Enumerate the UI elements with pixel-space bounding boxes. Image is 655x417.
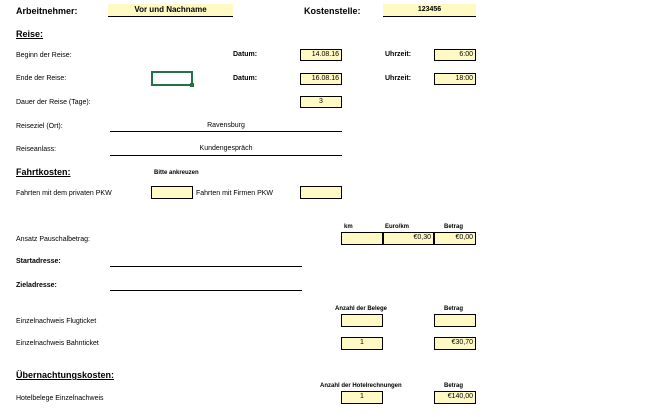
destination-value[interactable]: Ravensburg — [207, 122, 245, 129]
travel-section-title: Reise: — [16, 29, 44, 39]
flat-rate-label: Ansatz Pauschalbetrag: — [16, 236, 90, 243]
checkbox-hint: Bitte ankreuzen — [154, 170, 199, 176]
destination-address-label: Zieladresse: — [16, 282, 57, 289]
destination-underline — [110, 131, 342, 132]
receipts-column-header: Anzahl der Belege — [335, 306, 388, 312]
destination-label: Reiseziel (Ort): — [16, 123, 63, 130]
private-car-checkbox[interactable] — [151, 186, 193, 199]
hotel-receipts-label: Hotelbelege Einzelnachweis — [16, 395, 104, 402]
euro-per-km-column-header: Euro/km — [385, 224, 410, 230]
cost-center-field[interactable]: 123456 — [383, 4, 476, 17]
amount-column-header: Betrag — [444, 224, 464, 230]
company-car-label: Fahrten mit Firmen PKW — [196, 190, 274, 197]
start-date-field[interactable]: 14.08.16 — [300, 49, 342, 61]
private-car-label: Fahrten mit dem privaten PKW — [16, 190, 112, 197]
end-time-label: Uhrzeit: — [385, 75, 412, 82]
hotel-bills-column-header: Anzahl der Hotelrechnungen — [320, 383, 402, 389]
start-time-label: Uhrzeit: — [385, 51, 412, 58]
travel-end-label: Ende der Reise: — [16, 75, 67, 82]
train-ticket-label: Einzelnachweis Bahnticket — [16, 340, 99, 347]
end-date-label: Datum: — [233, 75, 258, 82]
purpose-label: Reiseanlass: — [16, 146, 57, 153]
selected-cell[interactable] — [151, 71, 194, 87]
accommodation-section-title: Übernachtungskosten: — [16, 370, 115, 380]
train-count-field[interactable]: 1 — [341, 337, 383, 350]
hotel-count-field[interactable]: 1 — [341, 391, 383, 404]
start-date-label: Datum: — [233, 51, 258, 58]
start-address-field[interactable] — [110, 266, 302, 267]
travel-start-label: Beginn der Reise: — [16, 52, 72, 59]
travel-duration-field[interactable]: 3 — [300, 96, 342, 108]
flight-count-field[interactable] — [341, 314, 383, 327]
start-address-label: Startadresse: — [16, 258, 61, 265]
employee-label: Arbeitnehmer: — [16, 6, 78, 16]
purpose-underline — [110, 155, 342, 156]
purpose-value[interactable]: Kundengespräch — [199, 145, 253, 152]
hotel-amount-column-header: Betrag — [444, 383, 464, 389]
hotel-amount-field[interactable]: €140,00 — [434, 391, 476, 404]
km-field[interactable] — [341, 232, 383, 245]
flight-amount-field[interactable] — [434, 314, 476, 327]
start-time-field[interactable]: 6:00 — [434, 49, 476, 61]
travel-duration-label: Dauer der Reise (Tage): — [16, 99, 91, 106]
end-time-field[interactable]: 18:00 — [434, 73, 476, 85]
end-date-field[interactable]: 16.08.16 — [300, 73, 342, 85]
euro-per-km-field[interactable]: €0,30 — [383, 232, 434, 245]
train-amount-field[interactable]: €30,70 — [434, 337, 476, 350]
flight-ticket-label: Einzelnachweis Flugticket — [16, 318, 97, 325]
amount-column-header-2: Betrag — [444, 306, 464, 312]
destination-address-field[interactable] — [110, 290, 302, 291]
flat-amount-field[interactable]: €0,00 — [434, 232, 476, 245]
km-column-header: km — [344, 224, 353, 230]
fill-handle[interactable] — [190, 83, 194, 87]
cost-center-label: Kostenstelle: — [304, 6, 361, 16]
employee-name-field[interactable]: Vor und Nachname — [108, 4, 233, 17]
travel-costs-section-title: Fahrtkosten: — [16, 167, 71, 177]
company-car-checkbox[interactable] — [300, 186, 342, 199]
